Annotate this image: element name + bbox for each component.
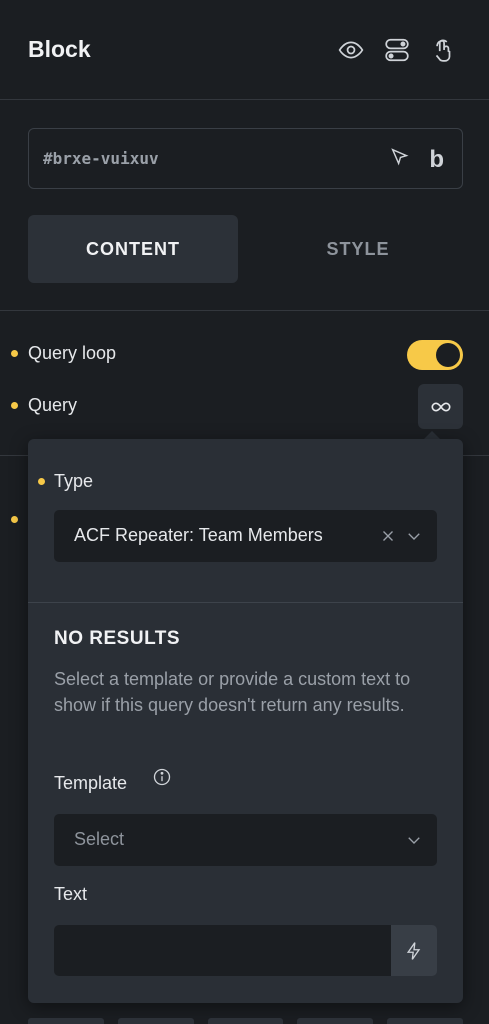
popup-divider [28,602,463,603]
query-loop-label: Query loop [28,343,117,363]
type-select[interactable]: ACF Repeater: Team Members [54,510,437,562]
header-actions [337,36,457,64]
type-label: Type [54,471,94,491]
bricks-logo-icon[interactable]: b [429,145,444,173]
infinity-icon [430,402,451,411]
obscured-control [117,1018,194,1024]
template-select-placeholder: Select [74,829,125,849]
info-icon[interactable] [152,767,172,787]
element-id-field[interactable]: #brxe-vuixuv b [28,128,463,189]
query-loop-toggle[interactable] [407,340,463,370]
obscured-control [28,1018,104,1024]
query-popup: Type ACF Repeater: Team Members NO RESUL… [28,439,463,1003]
tabs-divider [0,310,489,311]
template-select[interactable]: Select [54,814,437,866]
no-results-heading: NO RESULTS [54,628,181,649]
modified-indicator [38,478,45,485]
type-select-value: ACF Repeater: Team Members [74,525,323,545]
cursor-select-icon[interactable] [389,146,411,173]
obscured-control [387,1018,463,1024]
panel-header: Block [0,0,489,100]
toggle-knob [436,343,460,367]
lightning-icon [406,941,421,960]
element-id-value: #brxe-vuixuv [43,149,159,168]
obscured-controls [28,1018,463,1024]
pointer-hand-icon[interactable] [429,36,457,64]
element-id-actions: b [389,146,444,173]
popup-arrow [423,431,441,440]
modified-indicator [11,402,18,409]
obscured-control [297,1018,374,1024]
clear-icon[interactable] [379,527,397,545]
panel-tabs: CONTENT STYLE [28,215,463,283]
no-results-text-input[interactable] [54,925,391,976]
template-label: Template [54,773,128,793]
no-results-description: Select a template or provide a custom te… [54,669,411,715]
type-select-actions [379,527,423,545]
panel-title: Block [28,36,91,62]
tab-content[interactable]: CONTENT [28,215,238,283]
template-select-actions [405,831,423,849]
eye-icon[interactable] [337,36,365,64]
obscured-control [207,1018,284,1024]
chevron-down-icon[interactable] [405,527,423,545]
query-settings-button[interactable] [418,384,463,429]
text-label: Text [54,884,88,904]
dynamic-data-button[interactable] [391,925,437,976]
chevron-down-icon[interactable] [405,831,423,849]
modified-indicator [11,516,18,523]
toggle-icon[interactable] [383,36,411,64]
query-label: Query [28,395,78,415]
tab-style[interactable]: STYLE [326,238,390,259]
modified-indicator [11,350,18,357]
